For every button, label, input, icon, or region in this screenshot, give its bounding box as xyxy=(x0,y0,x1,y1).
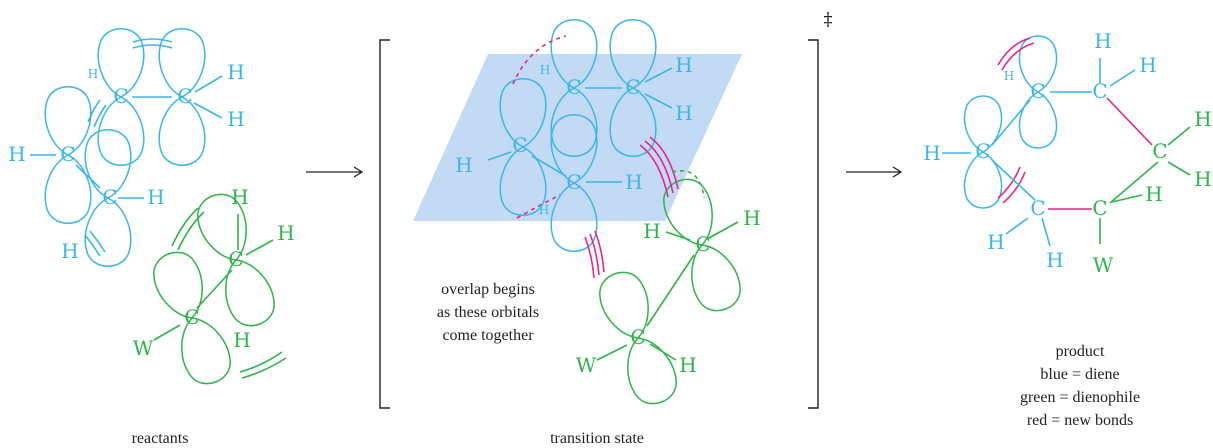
ts-atom-c6: C xyxy=(630,325,645,349)
ts-atom-c1: C xyxy=(566,75,581,99)
product-atom-h9: H xyxy=(1046,248,1063,272)
annotation-line-2: as these orbitals xyxy=(437,304,539,321)
right-bracket xyxy=(808,39,819,409)
ts-forming-bonds xyxy=(512,35,679,279)
long-right-arrow-icon xyxy=(306,166,364,178)
product-h-bonds xyxy=(942,58,1191,247)
ts-atom-c2: C xyxy=(625,75,640,99)
product-atom-c3: C xyxy=(975,139,990,163)
caption-reactants: reactants xyxy=(132,430,189,447)
reactant-atom-c1: C xyxy=(113,84,128,108)
annotation-line-3: come together xyxy=(442,327,534,344)
diene-sigma-bonds xyxy=(30,75,223,199)
reactant-atom-h1: H xyxy=(88,67,98,81)
double-dagger-icon: ‡ xyxy=(824,9,833,30)
left-bracket xyxy=(379,39,390,409)
long-right-arrow-icon xyxy=(846,166,903,178)
reactant-atom-h3: H xyxy=(227,107,244,131)
ts-dienophile-sigma-bonds xyxy=(596,221,739,361)
ts-forming-sigma-dashed xyxy=(671,170,705,199)
ts-atom-h3: H xyxy=(675,101,692,125)
reactant-atom-h2: H xyxy=(227,60,244,84)
ts-diene-sigma-bonds xyxy=(487,67,673,183)
product-atom-c1: C xyxy=(1030,79,1045,103)
product-atom-h7: H xyxy=(1145,182,1162,206)
reactant-atom-c3: C xyxy=(60,142,75,166)
ts-atom-w: W xyxy=(576,353,597,377)
product-atom-h6: H xyxy=(1194,167,1211,191)
legend-new-bonds: red = new bonds xyxy=(1027,412,1133,429)
ts-atom-h2: H xyxy=(675,53,692,77)
ts-atom-h9: H xyxy=(679,353,696,377)
reactant-atom-c5: C xyxy=(228,247,243,271)
legend-diene: blue = diene xyxy=(1040,366,1119,383)
caption-transition-state: transition state xyxy=(550,430,644,447)
reactant-atom-h8: H xyxy=(277,221,294,245)
ts-atom-c3: C xyxy=(512,133,527,157)
reactant-atom-h4: H xyxy=(8,142,25,166)
reactant-atom-c4: C xyxy=(102,185,117,209)
product-ring-bonds xyxy=(991,91,1159,210)
legend-dienophile: green = dienophile xyxy=(1020,389,1140,406)
transition-state-panel: ‡ xyxy=(379,9,833,447)
reactant-atom-h6: H xyxy=(61,239,78,263)
product-atom-h4: H xyxy=(923,141,940,165)
ts-atom-h5: H xyxy=(625,170,642,194)
product-atom-h8: H xyxy=(987,230,1004,254)
product-atom-c2: C xyxy=(1092,79,1107,103)
product-atom-h3: H xyxy=(1139,53,1156,77)
diene-pi-lines xyxy=(84,38,173,257)
product-atom-c4: C xyxy=(1030,196,1045,220)
product-atom-w: W xyxy=(1093,253,1114,277)
product-panel: C C C C C C H H H H H H H W H H product … xyxy=(923,29,1211,429)
product-atom-h1: H xyxy=(1004,69,1014,83)
reactant-atom-c6: C xyxy=(184,305,199,329)
ts-atom-h4: H xyxy=(455,153,472,177)
reactant-atom-h9: H xyxy=(233,328,250,352)
product-atom-h2: H xyxy=(1094,29,1111,53)
ts-atom-h6: H xyxy=(539,203,549,217)
reactant-atom-h5: H xyxy=(147,185,164,209)
reactant-atom-w: W xyxy=(133,336,154,360)
caption-product: product xyxy=(1056,343,1105,360)
ts-atom-c5: C xyxy=(695,232,710,256)
reactant-atom-c2: C xyxy=(177,84,192,108)
product-pi-bond xyxy=(997,37,1035,204)
annotation-line-1: overlap begins xyxy=(441,281,535,298)
ts-atom-h7: H xyxy=(643,219,660,243)
product-atom-c6: C xyxy=(1092,196,1107,220)
dienophile-pi-lines xyxy=(171,207,287,379)
dienophile-sigma-bonds xyxy=(153,214,274,341)
ts-atom-c4: C xyxy=(566,170,581,194)
reactants-panel: C C C C H H H H H H C C H H W H reactant… xyxy=(8,28,295,447)
reactant-atom-h7: H xyxy=(231,185,248,209)
product-atom-c5: C xyxy=(1152,139,1167,163)
product-atom-h5: H xyxy=(1194,107,1211,131)
ts-atom-h8: H xyxy=(743,206,760,230)
molecular-plane xyxy=(413,54,742,221)
ts-atom-h1: H xyxy=(540,63,550,77)
